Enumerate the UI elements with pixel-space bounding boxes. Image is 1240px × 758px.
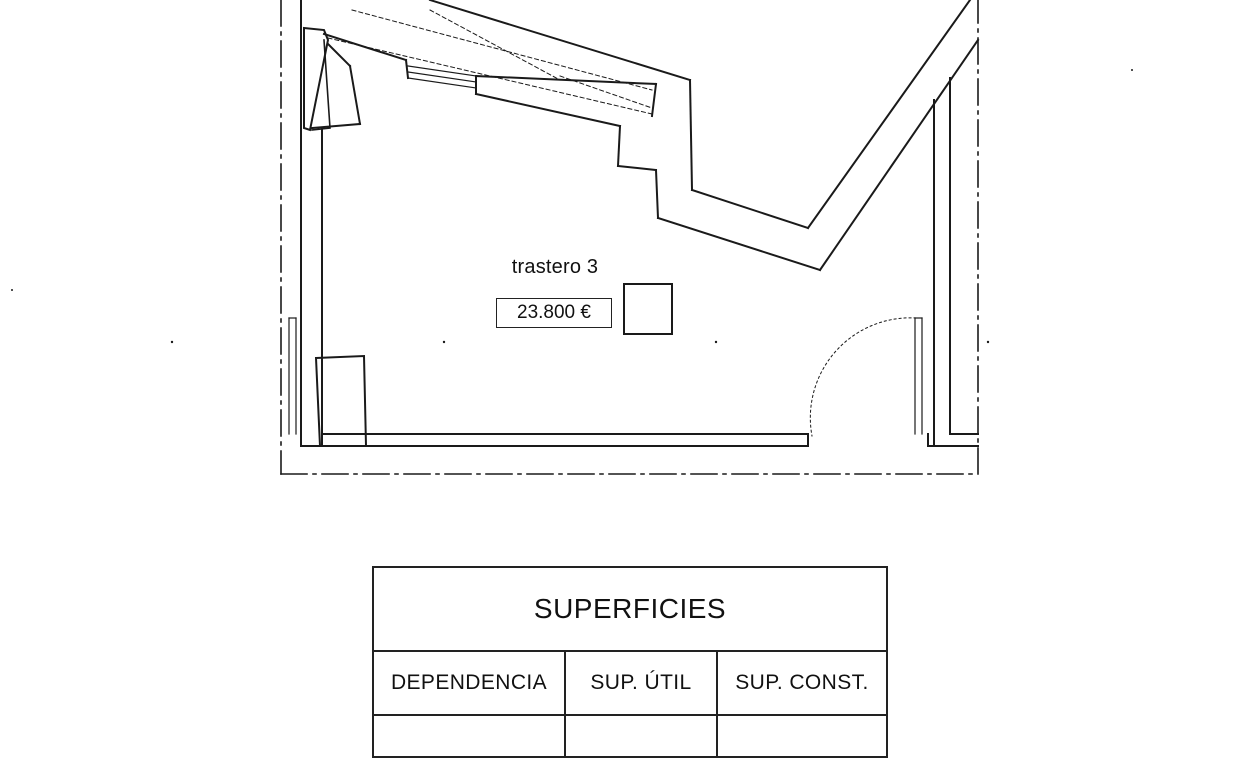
hidden-lines: [327, 9, 653, 115]
row-cell: [566, 716, 718, 756]
row-cell: [718, 716, 886, 756]
room-name-label: trastero 3: [511, 256, 599, 278]
right-wall: [927, 77, 979, 447]
surfaces-table-header-row: DEPENDENCIA SUP. ÚTIL SUP. CONST.: [374, 652, 886, 716]
column-top-left: [303, 26, 330, 132]
sloped-wall: [310, 0, 980, 272]
left-window: [288, 317, 297, 435]
surfaces-table: SUPERFICIES DEPENDENCIA SUP. ÚTIL SUP. C…: [372, 566, 888, 758]
equipment-square: [623, 283, 673, 335]
reference-dots: [11, 69, 1133, 344]
door-swing-arc: [809, 317, 917, 437]
header-dependencia: DEPENDENCIA: [374, 652, 566, 714]
column-bottom-left: [314, 354, 368, 447]
table-row: [374, 716, 886, 756]
left-wall: [300, 0, 809, 447]
surfaces-table-title: SUPERFICIES: [374, 568, 886, 652]
property-boundary-line: [280, 0, 979, 475]
top-window: [407, 65, 477, 89]
price-box: 23.800 €: [496, 298, 612, 328]
right-window: [914, 317, 923, 435]
row-cell: [374, 716, 566, 756]
header-sup-const: SUP. CONST.: [735, 671, 869, 694]
floor-plan-drawing: [11, 0, 1133, 475]
header-sup-util: SUP. ÚTIL: [566, 652, 718, 714]
